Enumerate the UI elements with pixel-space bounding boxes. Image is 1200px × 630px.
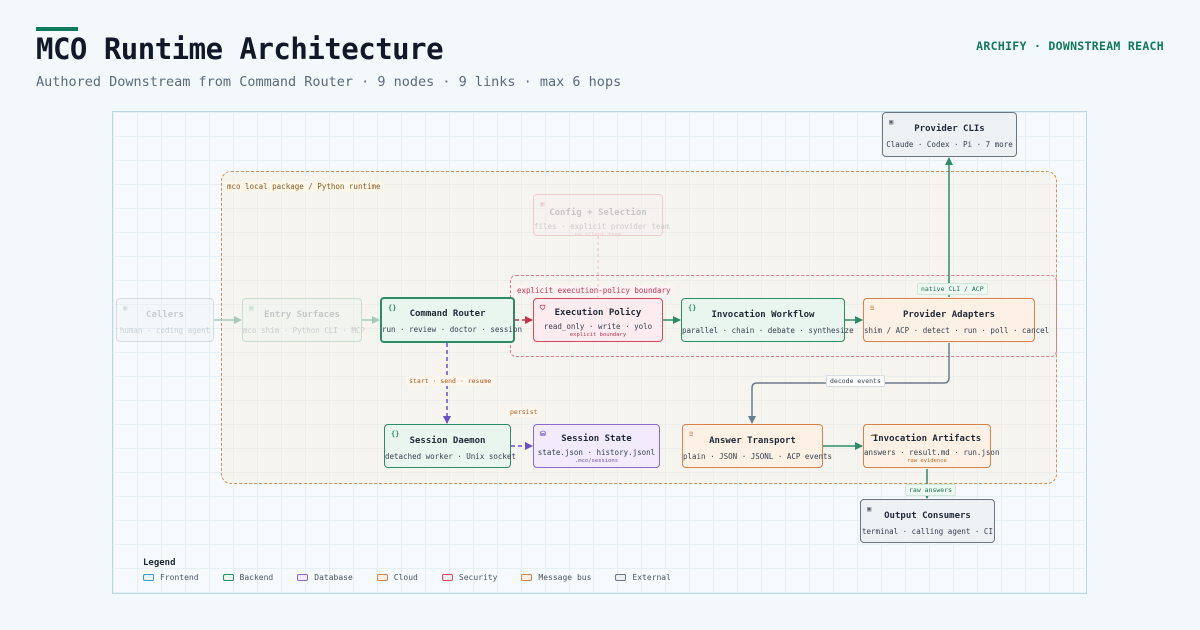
node-entry-surfaces[interactable]: ▣ Entry Surfaces mco shim · Python CLI ·… <box>242 298 365 342</box>
legend-item: Security <box>441 573 498 582</box>
node-session-state[interactable]: ⛁ Session State state.json · history.jso… <box>533 424 660 468</box>
page-title: MCO Runtime Architecture <box>36 32 444 66</box>
node-note: .mco/sessions <box>574 458 619 464</box>
braces-icon: {} <box>391 430 400 438</box>
legend-item: Frontend <box>143 573 199 582</box>
legend-item: Database <box>297 573 353 582</box>
node-subtitle: parallel · chain · debate · synthesize <box>682 326 854 335</box>
node-subtitle: Claude · Codex · Pi · 7 more <box>886 140 1013 149</box>
title-accent-bar <box>36 27 78 31</box>
node-answer-transport[interactable]: ≡ Answer Transport plain · JSON · JSONL … <box>682 424 833 468</box>
node-execution-policy[interactable]: ⛉ Execution Policy read_only · write · y… <box>533 298 663 342</box>
node-invocation-workflow[interactable]: {} Invocation Workflow parallel · chain … <box>681 298 854 342</box>
node-title: Session Daemon <box>409 436 486 446</box>
node-title: Execution Policy <box>554 308 642 318</box>
legend-swatch <box>376 574 388 581</box>
braces-icon: {} <box>688 304 697 312</box>
node-title: Callers <box>146 310 184 320</box>
node-subtitle: answers · result.md · run.json <box>864 448 1000 457</box>
package-group-label: mco local package / Python runtime <box>224 181 384 192</box>
node-title: Invocation Workflow <box>711 310 815 320</box>
node-title: Config + Selection <box>549 208 647 218</box>
legend-item: Cloud <box>376 573 418 582</box>
legend-swatch <box>441 574 453 581</box>
node-title: Entry Surfaces <box>264 310 340 320</box>
node-subtitle: state.json · history.jsonl <box>537 448 656 457</box>
node-title: Provider Adapters <box>902 310 996 320</box>
legend-label: External <box>632 573 671 582</box>
box-icon: ▣ <box>867 505 872 513</box>
legend-swatch <box>222 574 234 581</box>
node-config-selection[interactable]: ▣ Config + Selection files · explicit pr… <box>533 194 670 238</box>
node-note: raw evidence <box>907 458 947 464</box>
brand-label: ARCHIFY · DOWNSTREAM REACH <box>976 39 1164 53</box>
cloud-icon: ☁ <box>870 430 875 438</box>
node-subtitle: human · coding agent <box>119 326 211 335</box>
edge-label-native-cli: native CLI / ACP <box>917 283 988 295</box>
box-icon: ▣ <box>123 304 128 312</box>
edge-label-decode-events: decode events <box>826 375 885 387</box>
node-subtitle: files · explicit provider team <box>534 222 670 231</box>
node-provider-adapters[interactable]: ≡ Provider Adapters shim / ACP · detect … <box>863 298 1050 342</box>
node-session-daemon[interactable]: {} Session Daemon detached worker · Unix… <box>384 424 516 468</box>
box-icon: ▣ <box>249 304 254 312</box>
node-title: Command Router <box>409 309 486 319</box>
node-title: Provider CLIs <box>914 124 985 134</box>
node-note: explicit boundary <box>569 332 627 338</box>
shield-icon: ⛉ <box>540 304 546 312</box>
database-icon: ⛁ <box>540 430 546 438</box>
box-icon: ▣ <box>889 118 894 126</box>
legend-swatch <box>521 574 533 581</box>
node-subtitle: mco shim · Python CLI · MCP <box>243 326 365 335</box>
node-subtitle: plain · JSON · JSONL · ACP events <box>683 452 833 461</box>
node-subtitle: detached worker · Unix socket <box>385 452 516 461</box>
legend-label: Backend <box>239 573 274 582</box>
queue-icon: ≡ <box>870 304 875 312</box>
node-callers[interactable]: ▣ Callers human · coding agent <box>116 298 214 342</box>
node-subtitle: terminal · calling agent · CI <box>862 527 993 536</box>
legend-label: Frontend <box>160 573 199 582</box>
legend-item: Message bus <box>521 573 591 582</box>
node-invocation-artifacts[interactable]: ☁ Invocation Artifacts answers · result.… <box>863 424 1000 468</box>
legend-swatch <box>297 574 309 581</box>
legend-title: Legend <box>143 558 176 568</box>
node-title: Invocation Artifacts <box>872 434 982 444</box>
policy-boundary-label: explicit execution-policy boundary <box>514 285 674 296</box>
edge-label-raw-answers: raw answers <box>905 484 957 496</box>
node-title: Session State <box>561 434 632 444</box>
box-icon: ▣ <box>540 200 545 208</box>
page-subtitle: Authored Downstream from Command Router … <box>36 74 622 90</box>
legend-item: Backend <box>222 573 274 582</box>
node-title: Answer Transport <box>709 436 796 446</box>
legend-label: Database <box>314 573 353 582</box>
node-output-consumers[interactable]: ▣ Output Consumers terminal · calling ag… <box>860 499 995 543</box>
legend-label: Message bus <box>538 573 592 582</box>
edge-label-persist: persist <box>507 407 541 417</box>
node-title: Output Consumers <box>884 511 971 521</box>
node-subtitle: shim / ACP · detect · run · poll · cance… <box>864 326 1050 335</box>
node-provider-clis[interactable]: ▣ Provider CLIs Claude · Codex · Pi · 7 … <box>882 112 1017 157</box>
legend-label: Security <box>458 573 498 582</box>
node-subtitle: read_only · write · yolo <box>543 322 653 331</box>
edge-label-start-send-resume: start · send · resume <box>406 376 495 386</box>
queue-icon: ≡ <box>689 430 694 438</box>
braces-icon: {} <box>388 304 397 312</box>
legend-label: Cloud <box>393 573 418 582</box>
node-note: no silent team <box>574 232 622 238</box>
legend: Frontend Backend Database Cloud Security Mess… <box>143 573 695 582</box>
node-command-router[interactable]: {} Command Router run · review · doctor … <box>380 297 522 343</box>
legend-swatch <box>615 574 627 581</box>
legend-swatch <box>143 574 154 581</box>
node-subtitle: run · review · doctor · session <box>382 325 522 334</box>
legend-item: External <box>615 573 671 582</box>
